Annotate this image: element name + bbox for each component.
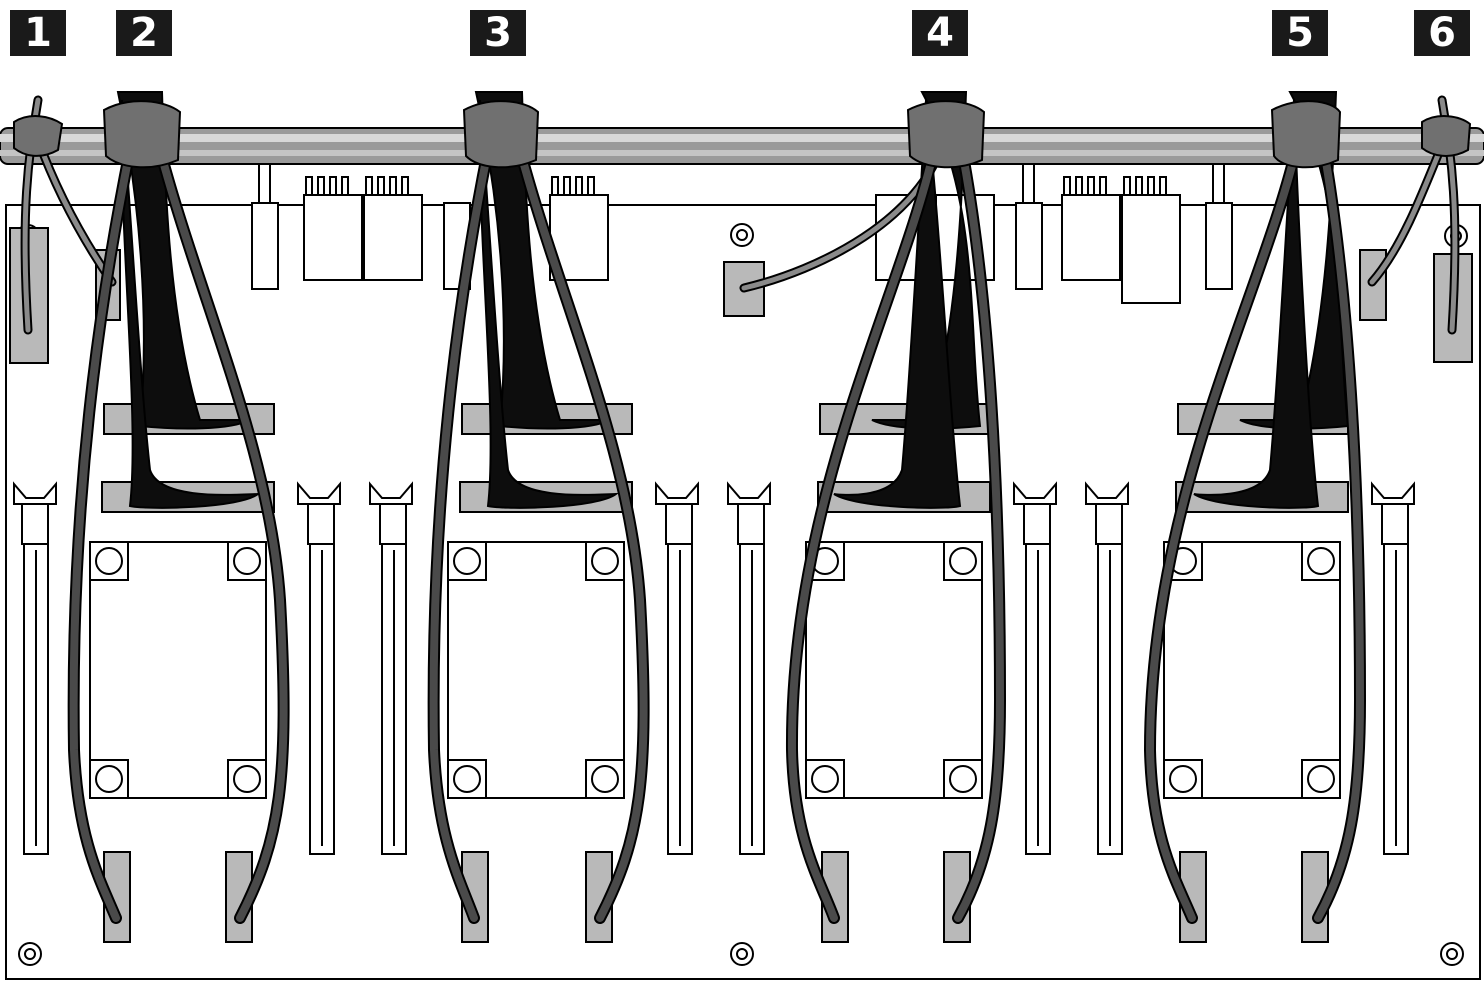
cable-ties — [13, 100, 1472, 169]
callout-6: 6 — [1414, 10, 1470, 56]
cable-guide-rod — [0, 127, 1484, 165]
signal-cable-loops — [67, 144, 1367, 924]
memory-slots — [13, 481, 1415, 855]
callout-3: 3 — [470, 10, 526, 56]
callout-2: 2 — [116, 10, 172, 56]
callout-5: 5 — [1272, 10, 1328, 56]
callout-4: 4 — [912, 10, 968, 56]
power-cable-bundles — [116, 91, 1350, 509]
callout-1: 1 — [10, 10, 66, 56]
